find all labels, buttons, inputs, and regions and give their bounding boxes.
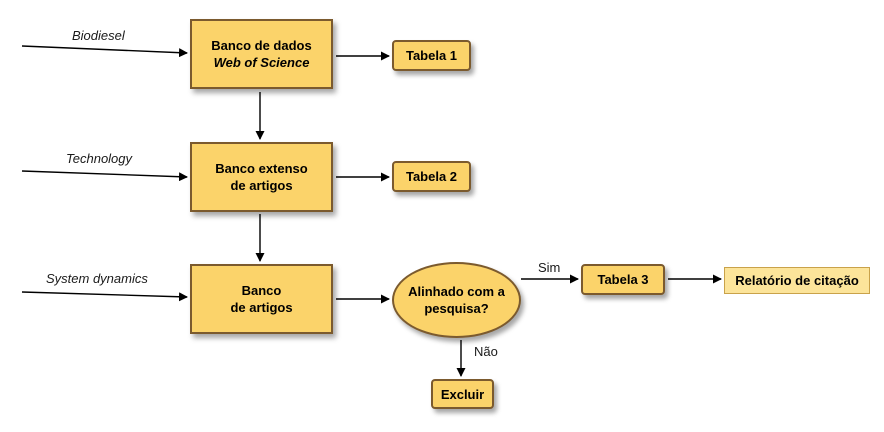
box-banco-de-artigos-line1: Banco <box>241 283 282 298</box>
relatorio-label: Relatório de citação <box>735 273 859 288</box>
box-web-of-science: Banco de dados Web of Science <box>190 19 333 89</box>
input-label-system-dynamics: System dynamics <box>46 271 148 286</box>
box-banco-extenso: Banco extenso de artigos <box>190 142 333 212</box>
input-label-biodiesel: Biodiesel <box>72 28 125 43</box>
branch-label-sim: Sim <box>538 260 561 275</box>
input-label-technology: Technology <box>66 151 133 166</box>
excluir-box: Excluir <box>431 379 494 409</box>
decision-line2: pesquisa? <box>424 301 489 316</box>
box-web-of-science-line1: Banco de dados <box>211 38 312 53</box>
box-banco-de-artigos-line2: de artigos <box>230 300 293 315</box>
branch-label-nao: Não <box>474 344 498 359</box>
arrow-technology <box>21 170 188 182</box>
relatorio-de-citacao: Relatório de citação <box>724 267 870 294</box>
excluir-label: Excluir <box>440 386 485 402</box>
tabela-2-label: Tabela 2 <box>405 169 458 184</box>
tabela-3: Tabela 3 <box>581 264 665 295</box>
box-banco-extenso-line2: de artigos <box>230 178 293 193</box>
arrow-biodiesel <box>21 45 188 58</box>
decision-line1: Alinhado com a <box>408 284 505 299</box>
tabela-1-label: Tabela 1 <box>405 48 458 63</box>
box-banco-extenso-line1: Banco extenso <box>215 161 308 176</box>
box-web-of-science-line2: Web of Science <box>213 55 310 70</box>
tabela-1: Tabela 1 <box>392 40 471 71</box>
tabela-3-label: Tabela 3 <box>597 272 649 287</box>
decision-alinhado: Alinhado com a pesquisa? <box>392 262 521 338</box>
tabela-2: Tabela 2 <box>392 161 471 192</box>
box-banco-de-artigos: Banco de artigos <box>190 264 333 334</box>
arrow-system-dynamics <box>21 291 188 302</box>
